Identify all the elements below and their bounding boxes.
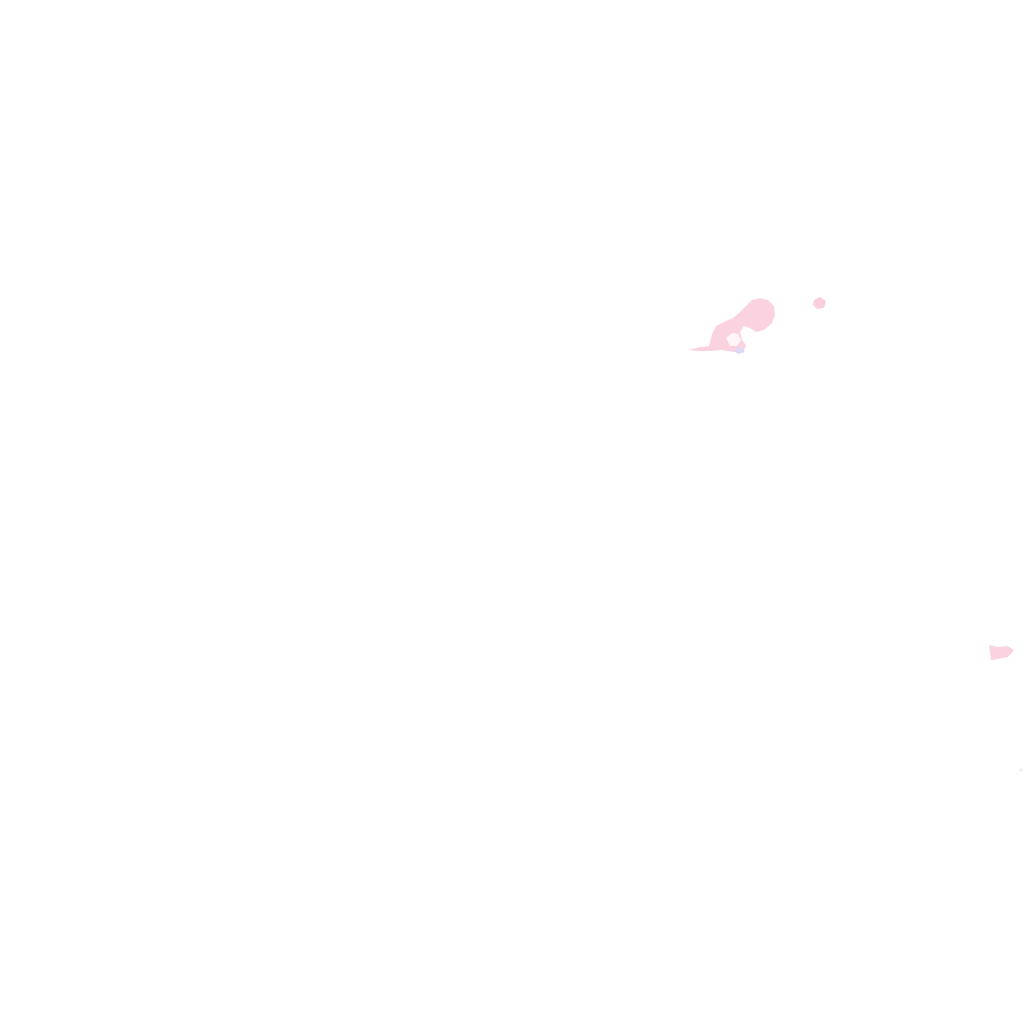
pink-dot-small	[813, 297, 826, 309]
pink-splotch-right	[989, 645, 1014, 660]
lavender-fleck	[733, 347, 745, 354]
faint-speck	[1019, 768, 1023, 772]
pink-splotch-large	[688, 298, 775, 352]
pink-splotch-highlight	[726, 333, 741, 346]
